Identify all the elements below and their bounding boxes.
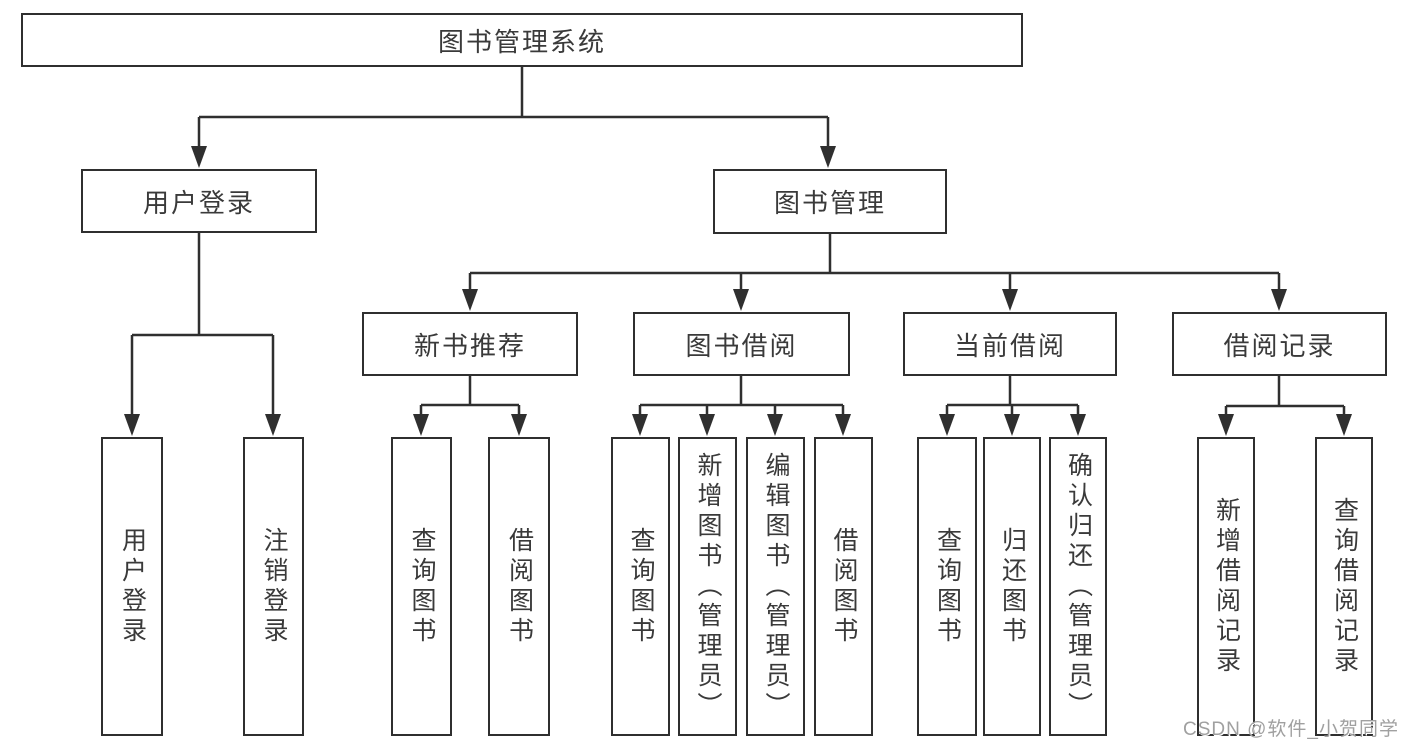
node-root: 图书管理系统 xyxy=(21,13,1023,67)
leaf-current-query: 查询图书 xyxy=(917,437,977,736)
edges-book-borrow-to-leaves xyxy=(632,376,851,436)
node-borrow-record: 借阅记录 xyxy=(1172,312,1387,376)
leaf-borrow-edit-book-admin: 编辑图书（管理员） xyxy=(746,437,805,736)
edges-user-login-to-leaves xyxy=(124,233,281,436)
leaf-record-add: 新增借阅记录 xyxy=(1197,437,1255,736)
node-user-login: 用户登录 xyxy=(81,169,317,233)
leaf-borrow-borrow-book: 借阅图书 xyxy=(814,437,873,736)
node-book-borrow: 图书借阅 xyxy=(633,312,850,376)
edges-root-to-level2 xyxy=(191,67,836,168)
edges-borrow-record-to-leaves xyxy=(1218,376,1352,436)
leaf-record-query: 查询借阅记录 xyxy=(1315,437,1373,736)
leaf-borrow-add-book-admin: 新增图书（管理员） xyxy=(678,437,737,736)
edges-book-management-to-level3 xyxy=(462,234,1287,311)
leaf-logout: 注销登录 xyxy=(243,437,304,736)
leaf-current-return: 归还图书 xyxy=(983,437,1041,736)
leaf-new-book-borrow: 借阅图书 xyxy=(488,437,550,736)
leaf-borrow-query: 查询图书 xyxy=(611,437,670,736)
edges-current-borrow-to-leaves xyxy=(939,376,1086,436)
node-current-borrow: 当前借阅 xyxy=(903,312,1117,376)
leaf-user-login: 用户登录 xyxy=(101,437,163,736)
leaf-current-confirm-return-admin: 确认归还（管理员） xyxy=(1049,437,1107,736)
node-book-management: 图书管理 xyxy=(713,169,947,234)
node-new-book-recommend: 新书推荐 xyxy=(362,312,578,376)
csdn-watermark: CSDN @软件_小贺同学 xyxy=(1183,719,1399,740)
edges-new-book-to-leaves xyxy=(413,376,527,436)
leaf-new-book-query: 查询图书 xyxy=(391,437,452,736)
